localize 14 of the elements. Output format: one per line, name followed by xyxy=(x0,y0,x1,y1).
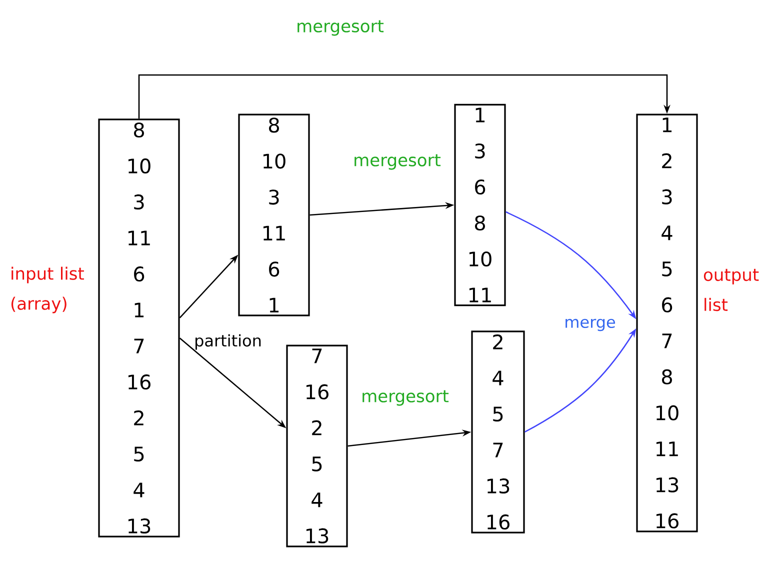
step-label: partition xyxy=(196,334,261,350)
edge-label: mergesort xyxy=(360,389,450,407)
number-column: 7 16 2 5 4 13 xyxy=(286,344,348,548)
side-label: input list (array) xyxy=(11,266,84,314)
arrow xyxy=(138,74,670,119)
number-column: 2 4 5 7 13 16 xyxy=(471,330,525,534)
edge-label: mergesort xyxy=(295,19,385,37)
number-column: 8 10 3 11 6 1 7 16 2 5 4 13 xyxy=(98,118,180,538)
number-column: 1 3 6 8 10 11 xyxy=(454,104,506,306)
number-column: 1 2 3 4 5 6 7 8 10 11 13 16 xyxy=(636,114,698,532)
side-label: output list xyxy=(704,268,759,312)
number-column: 8 10 3 11 6 1 xyxy=(238,114,310,316)
step-label: merge xyxy=(566,318,615,332)
edge-label: mergesort xyxy=(352,153,442,171)
